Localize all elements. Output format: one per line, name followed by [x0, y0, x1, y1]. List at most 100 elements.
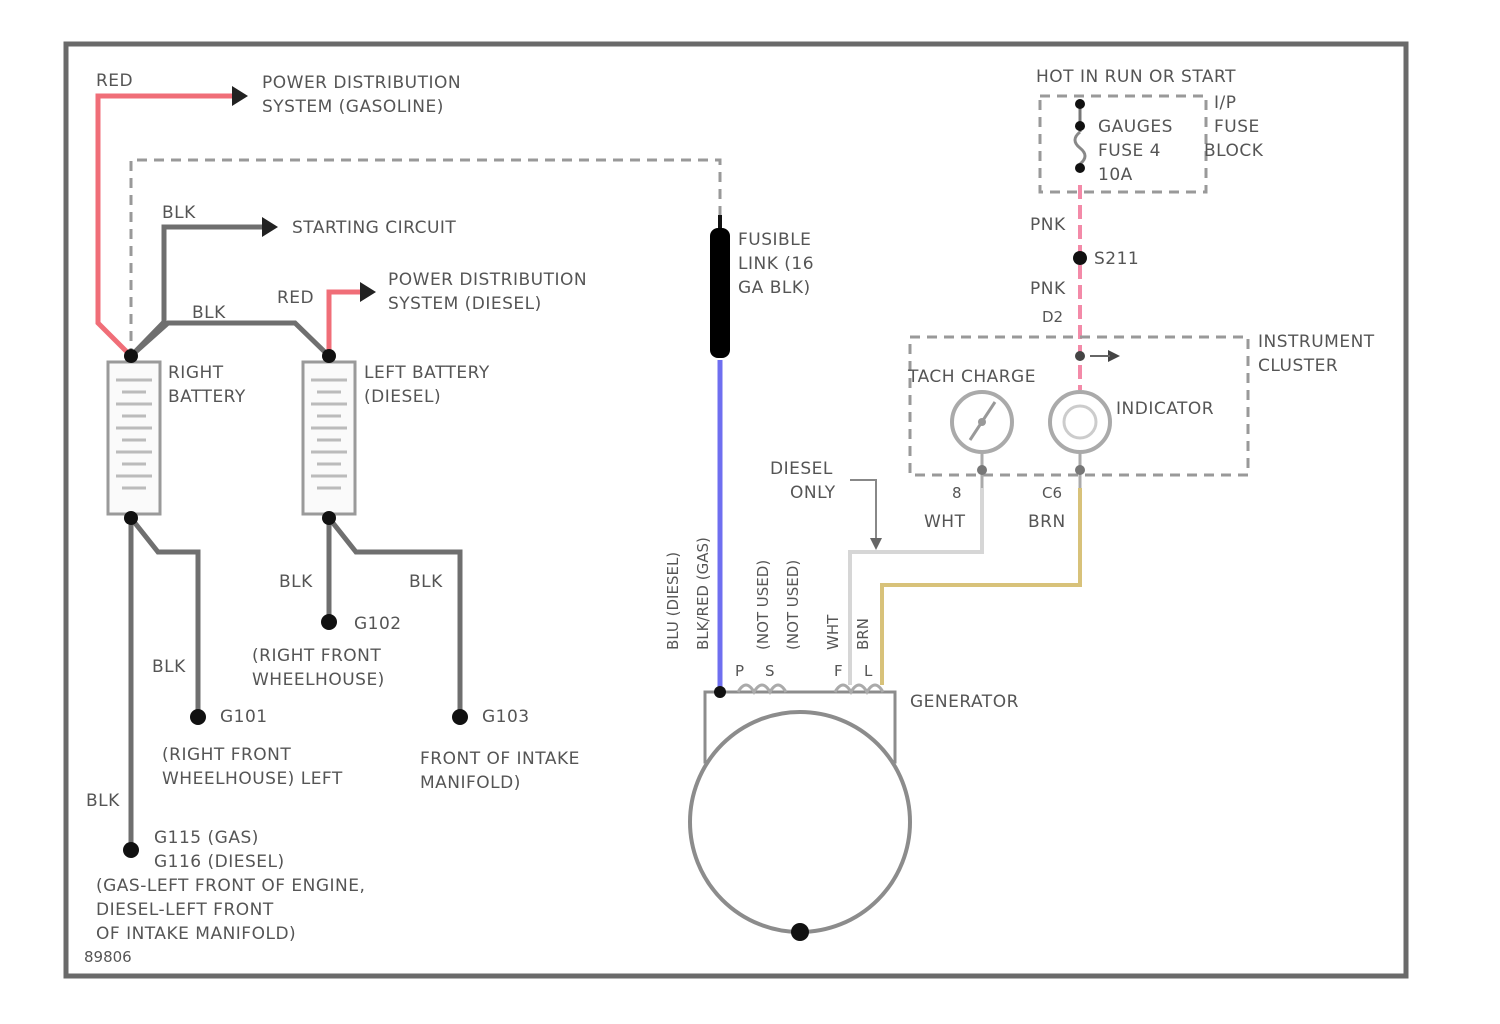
label-not-used-1: (NOT USED): [754, 560, 772, 650]
charge-indicator-lamp: [1050, 392, 1110, 452]
label-tach-charge: TACH CHARGE: [907, 367, 1036, 387]
ground-g102: [321, 614, 337, 630]
label-blk-between: BLK: [192, 303, 226, 323]
label-g-bottom-3: (GAS-LEFT FRONT OF ENGINE,: [96, 876, 365, 896]
label-right-battery-2: BATTERY: [168, 387, 246, 407]
ground-g101: [190, 709, 206, 725]
left-battery-negative-terminal: [322, 511, 336, 525]
fuse-dot-2: [1075, 121, 1085, 131]
generator-ground-terminal: [791, 923, 809, 941]
label-s211: S211: [1094, 249, 1139, 269]
fusible-link: [710, 228, 730, 358]
fuse-dot-3: [1075, 163, 1085, 173]
label-power-dist-gas-1: POWER DISTRIBUTION: [262, 73, 461, 93]
label-pin-8: 8: [952, 484, 962, 502]
label-fuse-block-1: I/P: [1214, 93, 1237, 113]
label-diesel-only-2: ONLY: [790, 483, 836, 503]
label-term-s: S: [765, 662, 775, 680]
cluster-connector-dot: [1075, 351, 1085, 361]
label-fusible-3: GA BLK): [738, 278, 811, 298]
indicator-connector-dot: [1075, 465, 1085, 475]
label-diesel-only-1: DIESEL: [770, 459, 833, 479]
arrow-power-dist-diesel: [360, 282, 376, 302]
label-g103-loc-2: MANIFOLD): [420, 773, 521, 793]
label-g103-loc-1: FRONT OF INTAKE: [420, 749, 580, 769]
label-power-dist-diesel-1: POWER DISTRIBUTION: [388, 270, 587, 290]
ground-g103: [452, 709, 468, 725]
label-generator: GENERATOR: [910, 692, 1019, 712]
label-diagram-code: 89806: [84, 948, 132, 966]
label-red-diesel: RED: [277, 288, 314, 308]
label-term-f: F: [834, 662, 843, 680]
ground-bottom: [123, 842, 139, 858]
label-fuse-block-3: BLOCK: [1204, 141, 1264, 161]
gauges-fuse: [1075, 100, 1085, 164]
label-blk-c: BLK: [152, 657, 186, 677]
label-pnk-2: PNK: [1030, 279, 1066, 299]
label-instrument-2: CLUSTER: [1258, 356, 1338, 376]
label-red-top: RED: [96, 71, 133, 91]
diesel-only-arrowhead: [870, 538, 882, 550]
arrow-starting-circuit: [262, 217, 278, 237]
label-g102: G102: [354, 614, 402, 634]
label-brn-vertical: BRN: [854, 618, 872, 650]
right-battery-negative-terminal: [124, 511, 138, 525]
blk-wire-between-batteries: [131, 323, 329, 356]
right-battery-positive-terminal: [124, 349, 138, 363]
right-battery: [108, 362, 160, 514]
label-gauges-3: 10A: [1098, 165, 1133, 185]
label-g102-loc-1: (RIGHT FRONT: [252, 646, 381, 666]
label-g-bottom-5: OF INTAKE MANIFOLD): [96, 924, 296, 944]
label-wht: WHT: [924, 512, 966, 532]
label-g-bottom-4: DIESEL-LEFT FRONT: [96, 900, 274, 920]
label-left-battery-1: LEFT BATTERY: [364, 363, 490, 383]
tach-charge-gauge: [952, 392, 1012, 452]
label-wire-blk-red: BLK/RED (GAS): [694, 537, 712, 650]
label-brn: BRN: [1028, 512, 1066, 532]
generator-battery-terminal: [714, 686, 726, 698]
label-gauges-2: FUSE 4: [1098, 141, 1161, 161]
red-wire-diesel: [329, 292, 360, 356]
diesel-only-pointer: [850, 480, 876, 540]
left-battery-positive-terminal: [322, 349, 336, 363]
dashed-harness-line: [131, 160, 720, 358]
label-blk-d: BLK: [86, 791, 120, 811]
label-blk-b: BLK: [409, 572, 443, 592]
label-power-dist-gas-2: SYSTEM (GASOLINE): [262, 97, 444, 117]
fuse-top-dot: [1075, 99, 1085, 109]
generator: [690, 685, 910, 932]
label-starting-circuit: STARTING CIRCUIT: [292, 218, 456, 238]
label-g101: G101: [220, 707, 268, 727]
label-indicator: INDICATOR: [1116, 399, 1214, 419]
label-fusible-1: FUSIBLE: [738, 230, 811, 250]
label-g103: G103: [482, 707, 530, 727]
label-term-p: P: [735, 662, 744, 680]
label-left-battery-2: (DIESEL): [364, 387, 441, 407]
label-g-bottom-1: G115 (GAS): [154, 828, 259, 848]
label-power-dist-diesel-2: SYSTEM (DIESEL): [388, 294, 542, 314]
label-gauges-1: GAUGES: [1098, 117, 1173, 137]
label-instrument-1: INSTRUMENT: [1258, 332, 1375, 352]
label-hot-in-run: HOT IN RUN OR START: [1036, 67, 1236, 87]
label-g101-loc-1: (RIGHT FRONT: [162, 745, 291, 765]
label-g101-loc-2: WHEELHOUSE) LEFT: [162, 769, 343, 789]
label-blk-starting: BLK: [162, 203, 196, 223]
label-right-battery-1: RIGHT: [168, 363, 224, 383]
label-fusible-2: LINK (16: [738, 254, 814, 274]
label-wire-blu-diesel: BLU (DIESEL): [664, 552, 682, 650]
label-pin-d2: D2: [1042, 308, 1063, 326]
label-wht-vertical: WHT: [824, 614, 842, 650]
label-not-used-2: (NOT USED): [784, 560, 802, 650]
blk-wire-to-g101: [131, 518, 198, 717]
label-pnk-1: PNK: [1030, 215, 1066, 235]
label-blk-a: BLK: [279, 572, 313, 592]
label-fuse-block-2: FUSE: [1214, 117, 1260, 137]
label-term-l: L: [864, 662, 873, 680]
tach-connector-dot: [977, 465, 987, 475]
label-g-bottom-2: G116 (DIESEL): [154, 852, 285, 872]
arrow-power-dist-gas: [232, 86, 248, 106]
splice-s211: [1073, 251, 1087, 265]
label-g102-loc-2: WHEELHOUSE): [252, 670, 385, 690]
label-pin-c6: C6: [1042, 484, 1062, 502]
